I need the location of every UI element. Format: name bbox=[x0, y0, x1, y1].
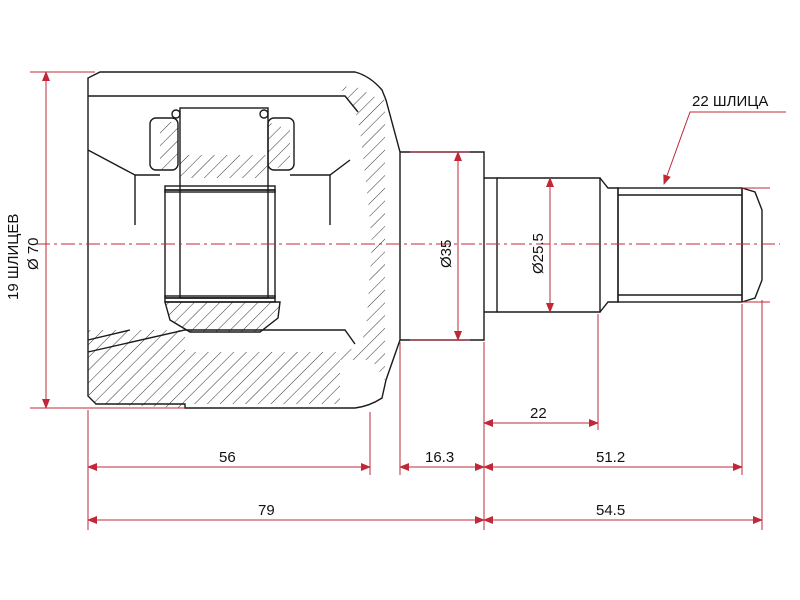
housing-outline bbox=[87, 71, 401, 409]
label-neck-diameter: Ø35 bbox=[438, 240, 455, 268]
dimension-lines bbox=[42, 71, 786, 524]
label-spline-offset: 22 bbox=[530, 405, 547, 422]
label-outer-splines: 19 ШЛИЦЕВ bbox=[5, 214, 22, 300]
leader-shaft-splines bbox=[663, 111, 786, 185]
tripod-roller bbox=[149, 107, 295, 333]
label-shaft-splines: 22 ШЛИЦА bbox=[692, 93, 768, 110]
label-total-right: 54.5 bbox=[596, 502, 625, 519]
label-housing-length: 56 bbox=[219, 449, 236, 466]
label-outer-diameter: Ø 70 bbox=[25, 237, 42, 270]
label-shaft-length: 51.2 bbox=[596, 449, 625, 466]
label-shaft-diameter: Ø25.5 bbox=[530, 233, 547, 274]
extension-lines bbox=[30, 71, 770, 530]
housing-section bbox=[88, 86, 385, 408]
dimension-labels: 19 ШЛИЦЕВ Ø 70 Ø35 Ø25.5 22 ШЛИЦА 22 56 … bbox=[5, 93, 768, 519]
label-neck-length: 16.3 bbox=[425, 449, 454, 466]
label-total-left: 79 bbox=[258, 502, 275, 519]
